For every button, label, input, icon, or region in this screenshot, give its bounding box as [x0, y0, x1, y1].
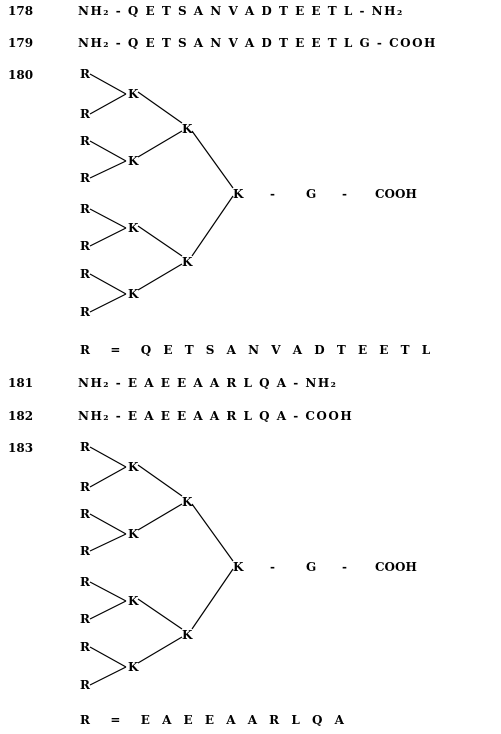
r-group-label: R: [80, 440, 91, 454]
lysine-branch-label: K: [128, 460, 139, 474]
lysine-core-label: K: [233, 187, 244, 201]
bond-line: [89, 208, 127, 229]
bond-line: [89, 581, 127, 602]
r-group-label: R: [80, 67, 91, 81]
compound-number-179: 179: [8, 36, 34, 50]
bond-dash: -: [342, 187, 347, 201]
bond-line: [89, 646, 127, 668]
r-group-label: R: [80, 267, 91, 281]
bond-line: [137, 598, 183, 630]
bond-line: [89, 513, 127, 535]
compound-number-182: 182: [8, 409, 34, 423]
lysine-branch-label: K: [182, 122, 193, 136]
compound-number-183: 183: [8, 441, 34, 455]
r-group-label: R: [80, 171, 91, 185]
r-group-label: R: [80, 678, 91, 692]
bond-line: [89, 466, 127, 488]
bond-line: [89, 600, 127, 620]
bond-line: [137, 130, 183, 158]
cooh-terminus-label: COOH: [375, 560, 417, 574]
lysine-branch-label: K: [128, 221, 139, 235]
sequence-181: NH₂ - E A E E A A R L Q A - NH₂: [78, 376, 338, 390]
lysine-branch-label: K: [128, 660, 139, 674]
lysine-core-label: K: [233, 560, 244, 574]
compound-number-178: 178: [8, 4, 34, 18]
r-group-label: R: [80, 305, 91, 319]
r-group-label: R: [80, 575, 91, 589]
bond-dash: -: [342, 560, 347, 574]
bond-line: [137, 91, 183, 124]
bond-line: [89, 93, 127, 115]
r-definition-180: R = Q E T S A N V A D T E E T L: [80, 343, 435, 357]
bond-line: [191, 503, 234, 562]
glycine-label: G: [306, 560, 316, 574]
r-group-label: R: [80, 107, 91, 121]
r-group-label: R: [80, 544, 91, 558]
compound-number-181: 181: [8, 376, 34, 390]
lysine-branch-label: K: [128, 154, 139, 168]
bond-line: [89, 73, 127, 95]
r-group-label: R: [80, 480, 91, 494]
r-group-label: R: [80, 202, 91, 216]
lysine-branch-label: K: [182, 628, 193, 642]
bond-line: [89, 273, 127, 295]
bond-line: [191, 568, 234, 630]
bond-dash: -: [270, 187, 275, 201]
bond-line: [89, 227, 127, 247]
lysine-branch-label: K: [128, 527, 139, 541]
bond-line: [191, 130, 234, 189]
r-group-label: R: [80, 507, 91, 521]
sequence-178: NH₂ - Q E T S A N V A D T E E T L - NH₂: [78, 4, 404, 18]
glycine-label: G: [306, 187, 316, 201]
lysine-branch-label: K: [182, 255, 193, 269]
r-group-label: R: [80, 239, 91, 253]
bond-line: [89, 666, 127, 686]
bond-line: [89, 160, 127, 179]
bond-line: [89, 140, 127, 162]
bond-line: [89, 293, 127, 313]
r-group-label: R: [80, 612, 91, 626]
bond-line: [137, 636, 183, 664]
bond-line: [137, 263, 183, 291]
cooh-terminus-label: COOH: [375, 187, 417, 201]
lysine-branch-label: K: [128, 594, 139, 608]
sequence-179: NH₂ - Q E T S A N V A D T E E T L G - CO…: [78, 36, 437, 50]
sequence-182: NH₂ - E A E E A A R L Q A - COOH: [78, 409, 354, 423]
bond-dash: -: [270, 560, 275, 574]
lysine-branch-label: K: [128, 287, 139, 301]
lysine-branch-label: K: [128, 87, 139, 101]
r-group-label: R: [80, 640, 91, 654]
compound-number-180: 180: [8, 68, 34, 82]
bond-line: [191, 195, 234, 257]
bond-line: [89, 446, 127, 468]
lysine-branch-label: K: [182, 495, 193, 509]
bond-line: [89, 533, 127, 552]
bond-line: [137, 464, 183, 497]
r-definition-183: R = E A E E A A R L Q A: [80, 713, 348, 727]
r-group-label: R: [80, 134, 91, 148]
bond-line: [137, 503, 183, 531]
bond-line: [137, 225, 183, 257]
